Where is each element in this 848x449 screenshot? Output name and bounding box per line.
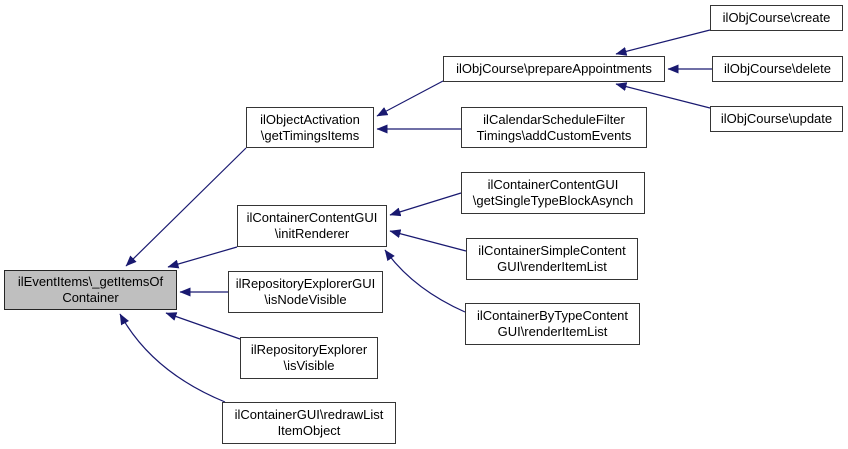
edge-getSingleTypeBlockAsynch-to-initRenderer (389, 192, 462, 217)
graph-node-objCourseUpdate[interactable]: ilObjCourse\update (710, 106, 843, 132)
graph-node-label-line: ilContainerGUI\redrawList (234, 407, 384, 422)
edge-isVisible-to-getItemsOfContainer (165, 312, 241, 340)
edge-initRenderer-to-getItemsOfContainer (167, 246, 238, 269)
graph-node-initRenderer[interactable]: ilContainerContentGUI\initRenderer (237, 205, 387, 247)
edge-prepareAppointments-to-getTimingsItems (376, 80, 444, 117)
graph-node-objCourseCreate[interactable]: ilObjCourse\create (710, 5, 843, 31)
graph-node-isVisible[interactable]: ilRepositoryExplorer\isVisible (240, 337, 378, 379)
graph-node-getTimingsItems[interactable]: ilObjectActivation\getTimingsItems (246, 107, 374, 148)
graph-node-isNodeVisible[interactable]: ilRepositoryExplorerGUI\isNodeVisible (228, 271, 383, 313)
edge-objCourseUpdate-to-prepareAppointments (615, 82, 711, 109)
graph-node-label-line: ilEventItems\_getItemsOf (17, 274, 164, 289)
graph-node-label-line: ilCalendarScheduleFilter (483, 111, 625, 127)
graph-node-label-line: ilContainerSimpleContent (478, 243, 626, 258)
graph-node-label-line: Container (62, 290, 119, 305)
graph-node-label-line: GUI\renderItemList (497, 324, 608, 339)
graph-node-objCourseDelete[interactable]: ilObjCourse\delete (712, 56, 843, 82)
graph-node-label-line: \getSingleTypeBlockAsynch (472, 193, 634, 208)
graph-node-label-line: \isNodeVisible (264, 292, 347, 307)
graph-node-label-line: \getTimingsItems (260, 127, 360, 143)
edge-renderItemListSimple-to-initRenderer (389, 229, 467, 252)
graph-node-label-line: ilContainerByTypeContent (476, 308, 629, 323)
edge-getTimingsItems-to-getItemsOfContainer (125, 147, 247, 267)
graph-node-label-line: ItemObject (277, 423, 341, 438)
graph-node-label-line: ilContainerContentGUI (487, 177, 619, 192)
graph-node-prepareAppointments[interactable]: ilObjCourse\prepareAppointments (443, 56, 665, 82)
edge-renderItemListByType-to-initRenderer (384, 249, 466, 313)
graph-node-label-line: ilContainerContentGUI (246, 210, 378, 225)
graph-node-label-line: ilObjCourse\prepareAppointments (456, 61, 652, 76)
graph-node-label-line: GUI\renderItemList (497, 259, 607, 274)
graph-node-label-line: ilObjCourse\update (720, 111, 833, 126)
edge-redrawListItemObject-to-getItemsOfContainer (119, 313, 226, 403)
graph-node-getSingleTypeBlockAsynch[interactable]: ilContainerContentGUI\getSingleTypeBlock… (461, 172, 645, 214)
graph-node-label-line: \isVisible (283, 358, 335, 373)
graph-node-label-line: ilRepositoryExplorer (250, 342, 368, 357)
graph-node-label-line: ilRepositoryExplorerGUI (235, 276, 376, 291)
graph-node-label-line: ilObjCourse\delete (724, 61, 831, 76)
graph-node-label-line: \initRenderer (274, 226, 350, 241)
edge-objCourseCreate-to-prepareAppointments (615, 29, 711, 56)
graph-node-label-line: Timings\addCustomEvents (476, 127, 632, 143)
graph-node-label-line: ilObjCourse\create (722, 10, 831, 25)
graph-node-label-line: ilObjectActivation (260, 111, 360, 127)
edge-group (119, 29, 712, 403)
